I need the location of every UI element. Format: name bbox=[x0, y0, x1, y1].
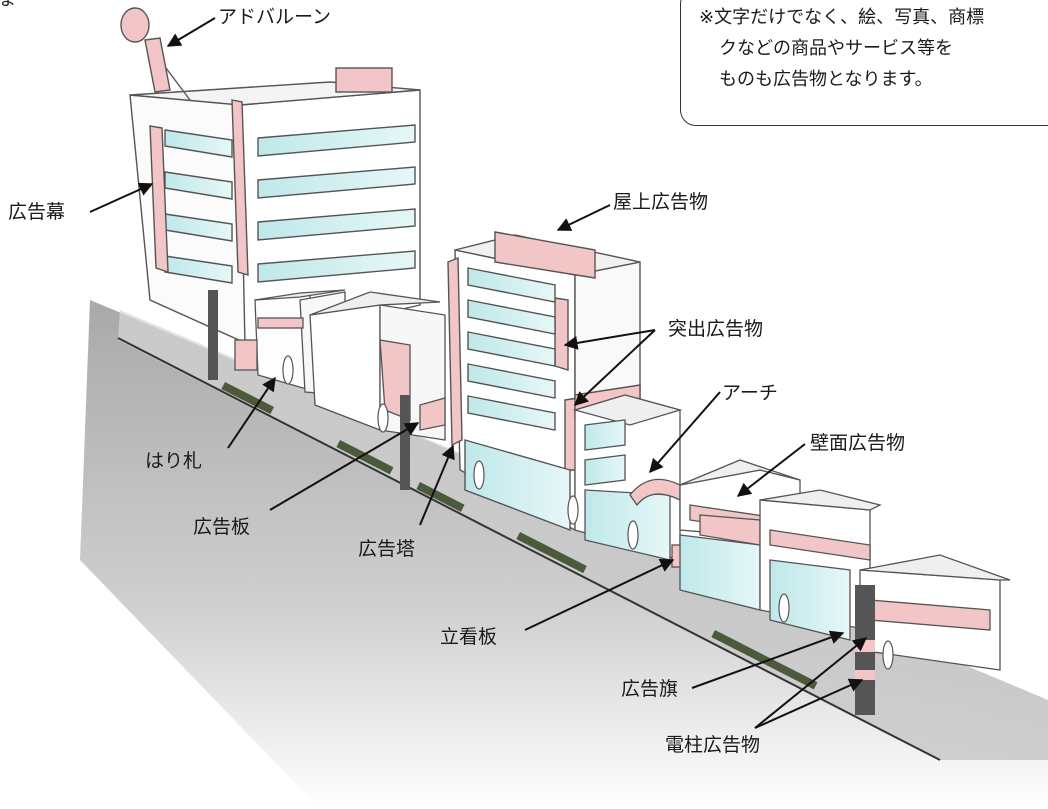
label-ad-tower: 広告塔 bbox=[358, 538, 416, 560]
label-rooftop-ad: 屋上広告物 bbox=[613, 191, 709, 213]
note-line-3: ものも広告物となります。 bbox=[719, 69, 933, 90]
label-billboard: 広告板 bbox=[193, 516, 251, 538]
note-box: ※文字だけでなく、絵、写真、商標 クなどの商品やサービス等を ものも広告物となり… bbox=[680, 0, 1048, 126]
middle-tall-building bbox=[447, 231, 641, 532]
label-ad-flag: 広告旗 bbox=[621, 678, 679, 700]
label-wall-ad: 壁面広告物 bbox=[810, 432, 906, 454]
note-line-1: ※文字だけでなく、絵、写真、商標 bbox=[699, 7, 985, 28]
pedestrians bbox=[282, 355, 894, 670]
label-arch: アーチ bbox=[722, 382, 778, 404]
callout-arrows bbox=[89, 17, 868, 729]
hedges bbox=[221, 382, 818, 690]
label-poster: はり札 bbox=[145, 450, 203, 472]
label-banner: 広告幕 bbox=[8, 201, 66, 223]
sidewalk bbox=[118, 310, 1048, 760]
label-ad-balloon: アドバルーン bbox=[218, 6, 332, 28]
label-pole-ad: 電柱広告物 bbox=[665, 734, 761, 756]
note-line-2: クなどの商品やサービス等を bbox=[719, 38, 953, 59]
corner-glyph: よ bbox=[0, 0, 16, 8]
tall-office-building bbox=[129, 67, 421, 347]
label-standing-sign: 立看板 bbox=[440, 626, 498, 648]
ad-balloon bbox=[120, 7, 191, 101]
label-projecting-ad: 突出広告物 bbox=[668, 318, 764, 340]
arch-building bbox=[572, 394, 683, 568]
